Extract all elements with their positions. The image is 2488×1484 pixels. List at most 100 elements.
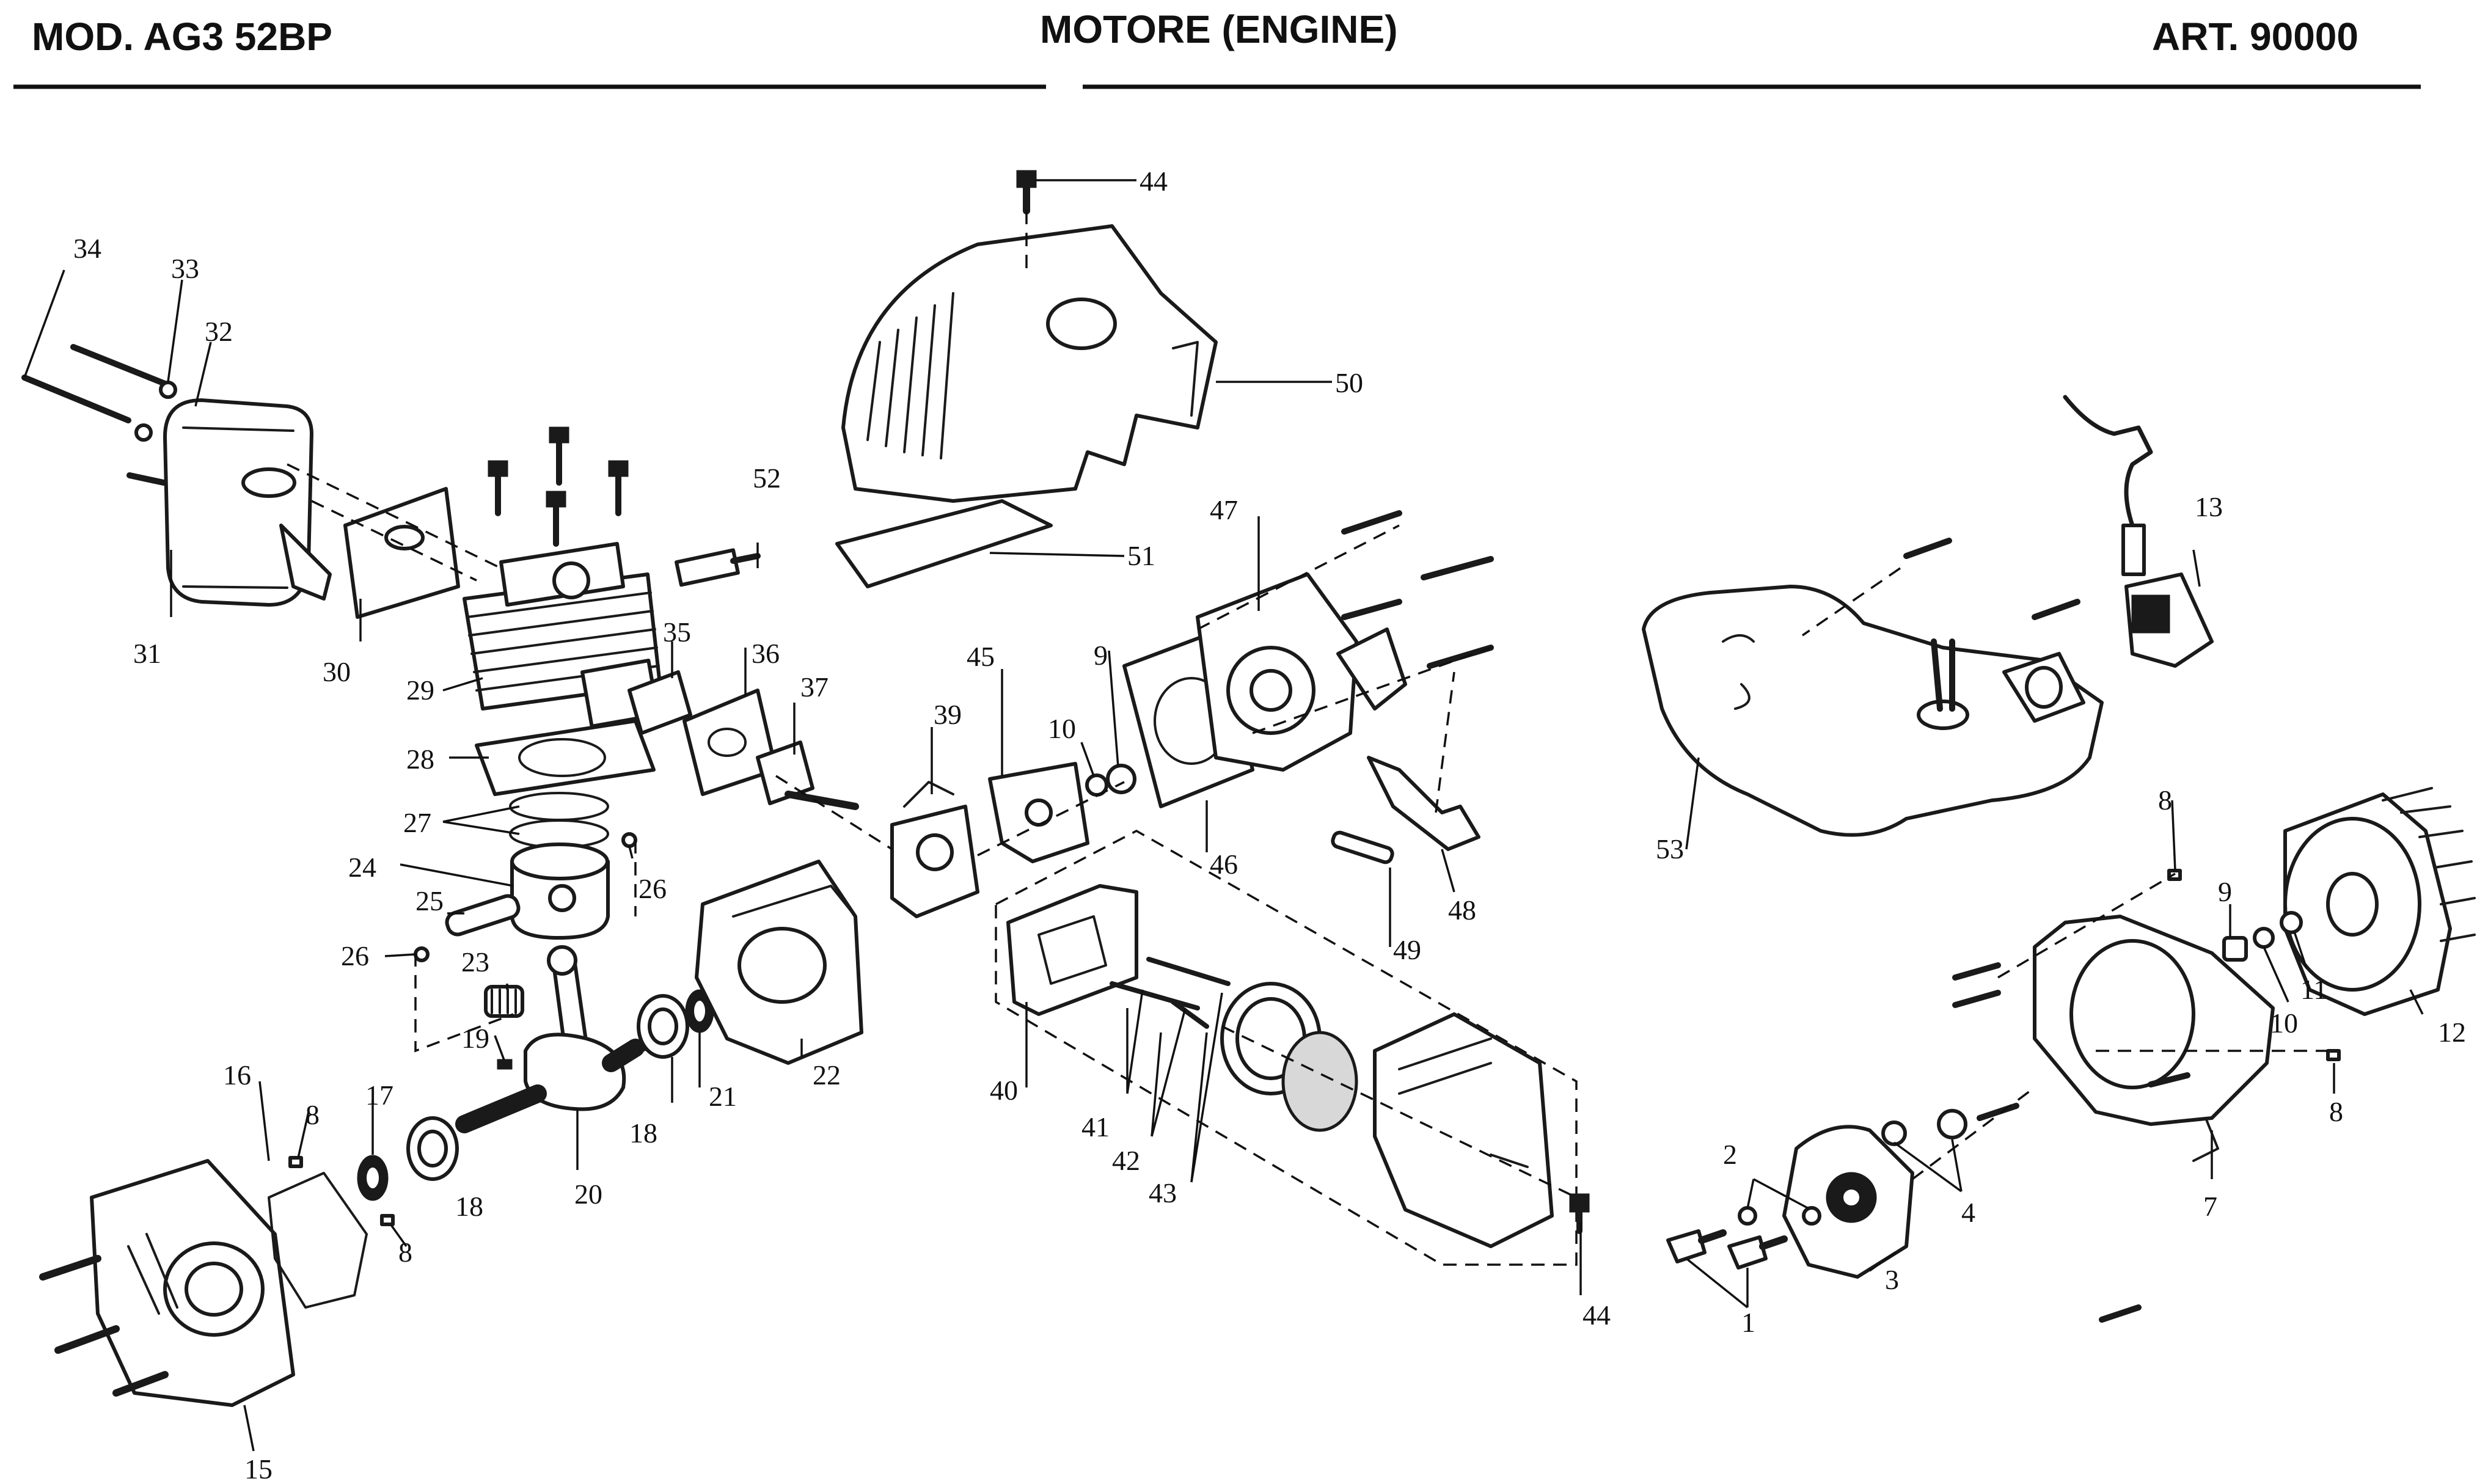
cylinder-bolts — [488, 426, 629, 547]
muffler-bolts — [21, 344, 203, 486]
callout-12: 12 — [2438, 1017, 2466, 1048]
callout-45: 45 — [967, 641, 995, 672]
callout-50: 50 — [1335, 367, 1363, 398]
spark-plug — [675, 548, 761, 587]
callout-8-left: 8 — [306, 1099, 320, 1130]
starter-screws — [1341, 510, 1494, 669]
flywheel — [2283, 787, 2476, 1016]
nut-9b — [2222, 936, 2248, 962]
bearing-left — [406, 1116, 459, 1181]
callout-8-housing: 8 — [2329, 1096, 2343, 1127]
callout-9-lower: 9 — [2218, 876, 2232, 907]
callout-22: 22 — [813, 1059, 841, 1091]
callout-26-right: 26 — [638, 873, 667, 904]
callout-43: 43 — [1149, 1177, 1177, 1208]
piston-pin — [445, 894, 521, 937]
circlip-right — [621, 832, 637, 848]
crankcase-right — [695, 860, 863, 1065]
callout-23: 23 — [461, 946, 489, 978]
clutch — [1782, 1125, 1914, 1279]
piston — [510, 843, 610, 940]
callout-7: 7 — [2203, 1191, 2217, 1222]
callout-20: 20 — [574, 1179, 602, 1210]
fuel-tank — [1642, 585, 2104, 837]
callout-44-top: 44 — [1140, 166, 1168, 197]
crankcase-screws-left — [39, 1255, 169, 1397]
callout-25: 25 — [415, 885, 444, 916]
callout-39: 39 — [934, 699, 962, 730]
model-label: MOD. AG3 52BP — [32, 15, 332, 59]
callout-44-bottom: 44 — [1582, 1299, 1611, 1331]
callout-1: 1 — [1741, 1307, 1755, 1338]
seal-left — [357, 1155, 389, 1201]
air-filter-base — [1006, 884, 1138, 1016]
callout-47: 47 — [1210, 494, 1238, 525]
circlip-left — [414, 946, 430, 962]
callout-4: 4 — [1961, 1197, 1975, 1228]
callout-10-upper: 10 — [1048, 713, 1076, 744]
callout-19: 19 — [461, 1023, 489, 1054]
callout-27: 27 — [403, 807, 431, 838]
assembly-lines — [287, 211, 2328, 1199]
clutch-washer-a — [1881, 1120, 1907, 1146]
callout-40: 40 — [990, 1075, 1018, 1106]
crankshaft — [455, 945, 669, 1133]
carb-gasket — [756, 740, 814, 805]
filter-screws — [1110, 957, 1231, 1029]
callout-37: 37 — [800, 671, 829, 703]
page-title: MOTORE (ENGINE) — [1040, 7, 1398, 51]
piston-ring-upper — [509, 792, 609, 821]
cylinder-base-gasket — [475, 719, 656, 796]
callout-15: 15 — [244, 1453, 273, 1484]
callout-53: 53 — [1656, 833, 1684, 864]
clutch-spring-a — [1738, 1206, 1757, 1226]
parts-illustration — [21, 170, 2476, 1407]
needle-bearing — [484, 985, 524, 1018]
header: MOD. AG3 52BP MOTORE (ENGINE) ART. 90000 — [13, 7, 2421, 89]
key — [497, 1059, 513, 1070]
article-label: ART. 90000 — [2152, 15, 2358, 59]
air-filter-enclosure — [995, 830, 1578, 1266]
callout-51: 51 — [1127, 540, 1155, 571]
muffler-gasket — [343, 487, 460, 619]
nut-9a — [1106, 764, 1136, 794]
callout-28: 28 — [406, 744, 434, 775]
air-filter-cover — [1373, 1012, 1554, 1248]
washer-11 — [2280, 911, 2303, 934]
cover-screw-top — [1016, 170, 1037, 214]
callout-18-left: 18 — [455, 1191, 483, 1222]
callout-8-flywheel: 8 — [2158, 784, 2172, 816]
housing-screws — [1952, 962, 2190, 1323]
callout-11: 11 — [2300, 974, 2327, 1005]
spacer-pin — [1331, 830, 1394, 864]
callout-8-lower: 8 — [398, 1237, 412, 1268]
callout-42: 42 — [1112, 1145, 1140, 1176]
callout-34: 34 — [73, 233, 101, 264]
bearing-right — [637, 994, 689, 1059]
callout-29: 29 — [406, 674, 434, 706]
ignition-coil — [2063, 395, 2214, 668]
clutch-spring-b — [1802, 1206, 1821, 1226]
crankcase-gasket — [268, 1172, 368, 1309]
carburettor — [890, 781, 979, 918]
clutch-washer-b — [1937, 1109, 1967, 1139]
callout-18-right: 18 — [629, 1117, 657, 1149]
dowel-8a — [288, 1156, 303, 1168]
callout-52: 52 — [753, 462, 781, 494]
intake-gasket — [627, 670, 692, 735]
reed-plate — [988, 762, 1089, 863]
dowel-8b — [380, 1214, 395, 1226]
callout-33: 33 — [171, 253, 199, 284]
callout-46: 46 — [1210, 849, 1238, 880]
callout-48: 48 — [1448, 894, 1476, 926]
crankcase-left — [90, 1159, 295, 1407]
callout-2: 2 — [1723, 1139, 1737, 1170]
callout-41: 41 — [1081, 1111, 1110, 1142]
callout-35: 35 — [663, 616, 691, 648]
callout-31: 31 — [133, 638, 161, 669]
muffler — [163, 398, 332, 607]
cylinder — [463, 542, 662, 728]
cover-plate — [835, 499, 1053, 588]
callout-13: 13 — [2195, 491, 2223, 522]
